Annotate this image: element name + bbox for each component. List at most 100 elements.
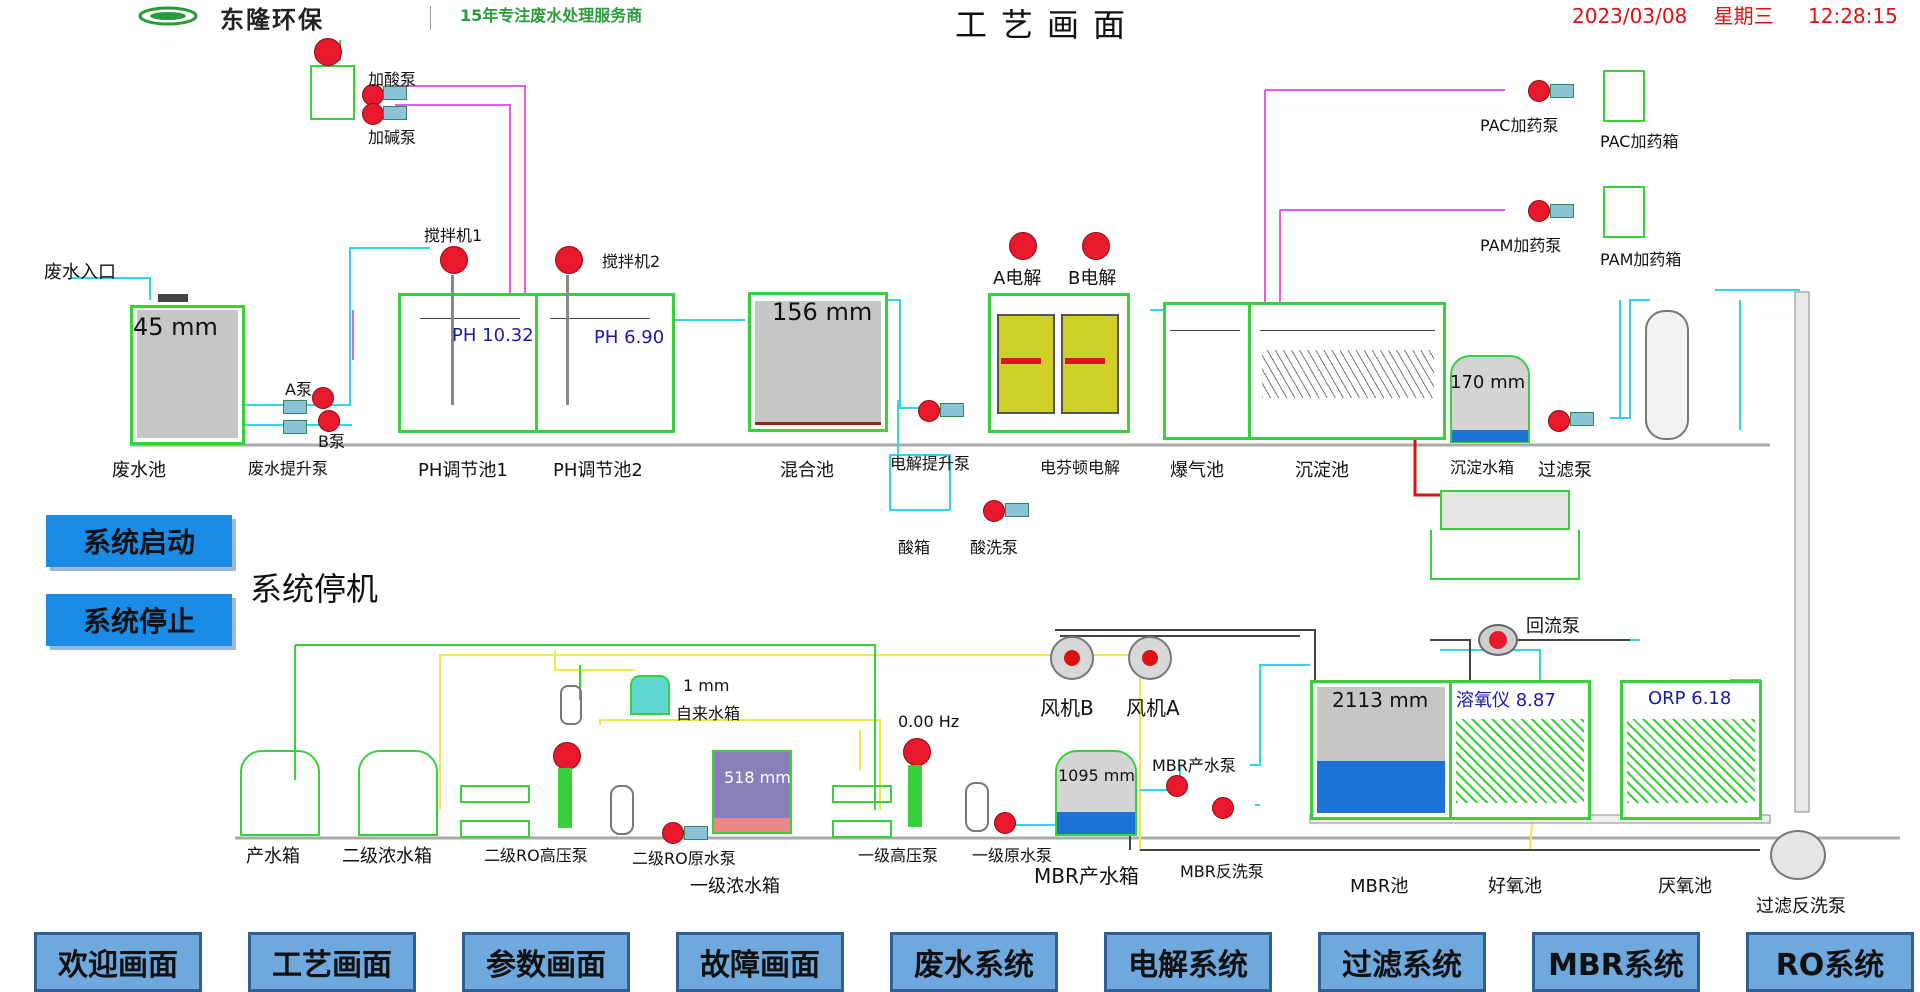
nav-process-button[interactable]: 工艺画面 xyxy=(248,932,416,992)
electrolysis-b-electrode xyxy=(1065,358,1105,364)
aeration-tank-water-line xyxy=(1170,330,1240,331)
secondary-ro-feed-pump-icon[interactable] xyxy=(662,822,684,844)
electrolysis-a-indicator[interactable] xyxy=(1009,232,1037,260)
secondary-ro-membrane-2 xyxy=(460,820,530,838)
primary-hp-pump-body xyxy=(908,765,922,827)
mixer-2-label: 搅拌机2 xyxy=(602,252,661,271)
filter-backwash-pump-icon[interactable] xyxy=(1770,830,1826,880)
pac-pump-label: PAC加药泵 xyxy=(1480,116,1559,135)
ph-tank-1-label: PH调节池1 xyxy=(418,460,508,481)
pac-pump-icon[interactable] xyxy=(1528,80,1550,102)
secondary-ro-hp-pump-indicator[interactable] xyxy=(553,742,581,770)
pump-a-label: A泵 xyxy=(285,380,312,399)
nav-filter-button[interactable]: 过滤系统 xyxy=(1318,932,1486,992)
company-logo xyxy=(138,6,198,26)
mixer-1-indicator[interactable] xyxy=(440,246,468,274)
pam-box xyxy=(1603,186,1645,238)
mbr-tank-label: MBR池 xyxy=(1350,876,1409,897)
ph-2-value: PH 6.90 xyxy=(594,327,665,348)
filter-pump-valve xyxy=(1570,412,1594,426)
pump-b-valve xyxy=(283,420,307,434)
secondary-conc-tank-label: 二级浓水箱 xyxy=(342,846,432,867)
nav-welcome-button[interactable]: 欢迎画面 xyxy=(34,932,202,992)
primary-hp-pump-indicator[interactable] xyxy=(903,738,931,766)
ph-tank-1 xyxy=(398,293,538,433)
pump-a-icon[interactable] xyxy=(312,387,334,409)
pump-b-label: B泵 xyxy=(318,432,345,451)
sludge-press xyxy=(1440,490,1570,530)
nav-ro-button[interactable]: RO系统 xyxy=(1746,932,1914,992)
nav-electrolysis-button[interactable]: 电解系统 xyxy=(1104,932,1272,992)
fenton-electrolysis-label: 电芬顿电解 xyxy=(1040,458,1121,477)
mbr-product-pump-1-icon[interactable] xyxy=(1166,775,1188,797)
electrolysis-a-label: A电解 xyxy=(993,268,1042,289)
return-pump-icon[interactable] xyxy=(1478,624,1518,656)
fan-a-icon[interactable] xyxy=(1128,636,1172,680)
electrolysis-lift-pump-icon[interactable] xyxy=(918,400,940,422)
product-tank-label: 产水箱 xyxy=(246,846,300,867)
acid-alkali-indicator xyxy=(314,38,342,66)
electrolysis-b-indicator[interactable] xyxy=(1082,232,1110,260)
electrolysis-lift-pump-valve xyxy=(940,403,964,417)
mbr-tank-fill xyxy=(1317,761,1445,813)
pump-a-valve xyxy=(283,400,307,414)
primary-feed-pump-label: 一级原水泵 xyxy=(972,846,1053,865)
acid-wash-pump-icon[interactable] xyxy=(983,500,1005,522)
primary-feed-pump-icon[interactable] xyxy=(994,812,1016,834)
settled-water-tank-fill xyxy=(1452,430,1528,442)
acid-alkali-dosing-box xyxy=(310,65,355,120)
acid-pump-label: 加酸泵 xyxy=(368,70,417,89)
nav-fault-button[interactable]: 故障画面 xyxy=(676,932,844,992)
aeration-tank-label: 爆气池 xyxy=(1170,460,1224,481)
acid-tank-label: 酸箱 xyxy=(898,538,931,557)
mbr-level: 2113 mm xyxy=(1332,688,1429,712)
pump-b-icon[interactable] xyxy=(318,410,340,432)
acid-wash-pump-valve xyxy=(1005,503,1029,517)
sand-filter-vessel xyxy=(1645,310,1689,440)
mbr-tank xyxy=(1310,680,1452,820)
acid-pump-valve xyxy=(383,86,407,100)
mbr-tank-air xyxy=(1317,687,1445,761)
pam-pump-icon[interactable] xyxy=(1528,200,1550,222)
filter-backwash-pump-label: 过滤反洗泵 xyxy=(1756,896,1846,917)
electrolysis-unit xyxy=(988,293,1130,433)
return-pump-label: 回流泵 xyxy=(1526,616,1580,637)
aerobic-tank-media xyxy=(1456,719,1584,803)
tap-water-tank-label: 自来水箱 xyxy=(676,704,741,723)
weekday-text: 星期三 xyxy=(1713,4,1774,28)
secondary-ro-membrane-1 xyxy=(460,785,530,803)
wastewater-inlet-label: 废水入口 xyxy=(44,262,116,283)
time-text: 12:28:15 xyxy=(1808,4,1898,28)
primary-conc-tank-bottom xyxy=(714,818,790,832)
alkali-pump-icon[interactable] xyxy=(362,103,384,125)
mix-tank-label: 混合池 xyxy=(780,460,834,481)
ph-tank-1-water-line xyxy=(420,318,520,319)
lift-pump-label: 废水提升泵 xyxy=(248,459,329,478)
nav-parameters-button[interactable]: 参数画面 xyxy=(462,932,630,992)
secondary-ro-filter xyxy=(610,785,634,835)
mixer-1-label: 搅拌机1 xyxy=(424,226,483,245)
mixer-2-indicator[interactable] xyxy=(555,246,583,274)
secondary-ro-feed-pump-label: 二级RO原水泵 xyxy=(632,849,736,868)
primary-ro-filter xyxy=(965,782,989,832)
fan-a-label: 风机A xyxy=(1126,696,1180,720)
primary-ro-membrane-2 xyxy=(832,820,892,838)
mbr-product-pump-2-icon[interactable] xyxy=(1212,797,1234,819)
system-stop-button[interactable]: 系统停止 xyxy=(46,594,232,646)
mbr-product-pump-label: MBR产水泵 xyxy=(1152,756,1236,775)
tap-water-tank xyxy=(630,675,670,715)
wastewater-inlet-icon xyxy=(158,294,188,302)
secondary-ro-feed-pump-valve xyxy=(684,826,708,840)
electrolysis-a-electrode xyxy=(1001,358,1041,364)
company-name: 东隆环保 xyxy=(220,6,324,34)
sedimentation-tank-water-line xyxy=(1260,330,1435,331)
settled-water-level: 170 mm xyxy=(1450,372,1526,393)
filter-pump-label: 过滤泵 xyxy=(1538,460,1592,481)
electrolysis-b-cell xyxy=(1061,314,1119,414)
nav-mbr-button[interactable]: MBR系统 xyxy=(1532,932,1700,992)
fan-b-icon[interactable] xyxy=(1050,636,1094,680)
filter-pump-icon[interactable] xyxy=(1548,410,1570,432)
system-start-button[interactable]: 系统启动 xyxy=(46,515,232,567)
orp-value: ORP 6.18 xyxy=(1648,688,1732,709)
nav-wastewater-button[interactable]: 废水系统 xyxy=(890,932,1058,992)
